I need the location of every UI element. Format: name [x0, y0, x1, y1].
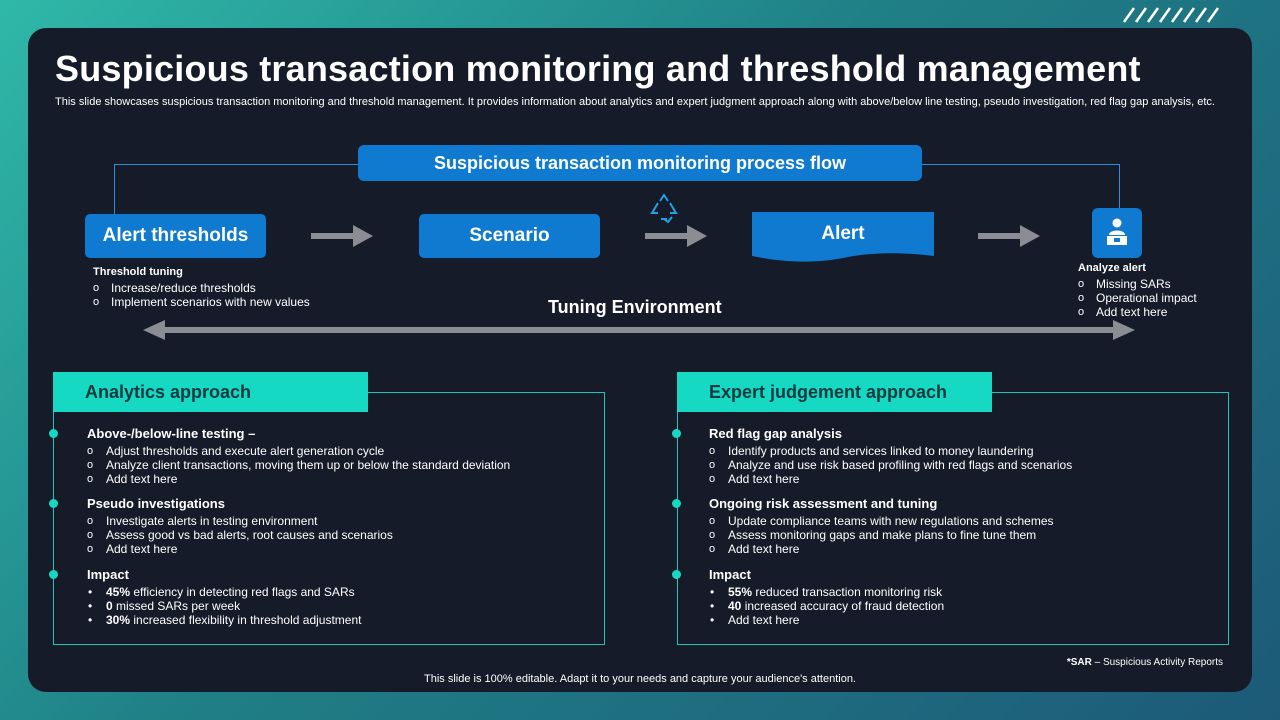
- arrow-right-icon: [645, 225, 707, 247]
- impact-value: 45%: [106, 585, 131, 599]
- main-panel: Suspicious transaction monitoring and th…: [28, 28, 1252, 692]
- impact-value: 0: [106, 599, 113, 613]
- bullet-marker: [672, 570, 681, 579]
- process-flow-header: Suspicious transaction monitoring proces…: [358, 145, 922, 181]
- person-desk-icon: [1107, 218, 1127, 245]
- list-item: Add text here: [87, 472, 510, 486]
- impact-text: increased accuracy of fraud detection: [741, 599, 945, 613]
- threshold-tuning-block: Threshold tuning Increase/reduce thresho…: [93, 265, 310, 309]
- impact-text: Add text here: [728, 613, 800, 627]
- list-item: 40 increased accuracy of fraud detection: [709, 599, 944, 613]
- bullet-marker: [49, 429, 58, 438]
- bullet-marker: [672, 499, 681, 508]
- section-title: Red flag gap analysis: [709, 426, 842, 441]
- list-item: Implement scenarios with new values: [93, 295, 310, 309]
- list-item: Investigate alerts in testing environmen…: [87, 514, 393, 528]
- section-title: Impact: [709, 567, 751, 582]
- flow-connector-left: [114, 164, 358, 214]
- step-alert: Alert: [821, 223, 865, 244]
- bullet-marker: [672, 429, 681, 438]
- expert-section-risk-assessment: Ongoing risk assessment and tuning Updat…: [709, 496, 1054, 557]
- footer-note: This slide is 100% editable. Adapt it to…: [424, 673, 856, 685]
- expert-approach-tab: Expert judgement approach: [677, 372, 992, 412]
- step-alert-thresholds: Alert thresholds: [85, 214, 266, 258]
- analytics-section-line-testing: Above-/below-line testing – Adjust thres…: [87, 426, 510, 487]
- list-item: Add text here: [709, 613, 944, 627]
- step-scenario: Scenario: [419, 214, 600, 258]
- page-description: This slide showcases suspicious transact…: [55, 96, 1215, 108]
- list-item: 55% reduced transaction monitoring risk: [709, 585, 944, 599]
- analyze-alert-block: Analyze alert Missing SARs Operational i…: [1078, 261, 1197, 319]
- section-title: Ongoing risk assessment and tuning: [709, 496, 938, 511]
- arrow-right-icon: [978, 225, 1040, 247]
- impact-value: 40: [728, 599, 742, 613]
- page-title: Suspicious transaction monitoring and th…: [55, 48, 1141, 89]
- bullet-marker: [49, 570, 58, 579]
- section-title: Above-/below-line testing –: [87, 426, 256, 441]
- list-item: Analyze and use risk based profiling wit…: [709, 458, 1072, 472]
- section-title: Impact: [87, 567, 129, 582]
- list-item: Add text here: [709, 472, 1072, 486]
- decorative-stripes: [1122, 7, 1220, 23]
- footnote-text: – Suspicious Activity Reports: [1091, 657, 1223, 668]
- list-item: Update compliance teams with new regulat…: [709, 514, 1054, 528]
- list-item: 30% increased flexibility in threshold a…: [87, 613, 361, 627]
- analytics-approach-tab: Analytics approach: [53, 372, 368, 412]
- list-item: Add text here: [87, 542, 393, 556]
- list-item: Missing SARs: [1078, 277, 1197, 291]
- analyze-alert-box: [1092, 208, 1142, 258]
- expert-section-red-flag: Red flag gap analysis Identify products …: [709, 426, 1072, 487]
- threshold-tuning-title: Threshold tuning: [93, 266, 183, 278]
- recycle-icon: [650, 193, 678, 224]
- double-arrow-icon: [143, 320, 1135, 340]
- expert-section-impact: Impact 55% reduced transaction monitorin…: [709, 567, 944, 628]
- footnote-abbr: *SAR: [1066, 657, 1092, 668]
- list-item: Operational impact: [1078, 291, 1197, 305]
- tuning-environment-label: Tuning Environment: [548, 297, 722, 317]
- list-item: Increase/reduce thresholds: [93, 281, 310, 295]
- list-item: Add text here: [1078, 305, 1197, 319]
- list-item: Adjust thresholds and execute alert gene…: [87, 444, 510, 458]
- section-title: Pseudo investigations: [87, 496, 225, 511]
- impact-value: 30%: [106, 613, 131, 627]
- flow-connector-right: [922, 164, 1120, 208]
- analytics-section-pseudo: Pseudo investigations Investigate alerts…: [87, 496, 393, 557]
- impact-value: 55%: [728, 585, 753, 599]
- impact-text: reduced transaction monitoring risk: [752, 585, 943, 599]
- step-alert-shape: [752, 212, 934, 262]
- list-item: Analyze client transactions, moving them…: [87, 458, 510, 472]
- list-item: Add text here: [709, 542, 1054, 556]
- impact-text: missed SARs per week: [112, 599, 241, 613]
- list-item: Assess good vs bad alerts, root causes a…: [87, 528, 393, 542]
- impact-text: efficiency in detecting red flags and SA…: [130, 585, 355, 599]
- list-item: Identify products and services linked to…: [709, 444, 1072, 458]
- footnote: *SAR – Suspicious Activity Reports: [1067, 657, 1223, 668]
- list-item: 45% efficiency in detecting red flags an…: [87, 585, 361, 599]
- analyze-alert-title: Analyze alert: [1078, 262, 1146, 274]
- bullet-marker: [49, 499, 58, 508]
- list-item: 0 missed SARs per week: [87, 599, 361, 613]
- analytics-section-impact: Impact 45% efficiency in detecting red f…: [87, 567, 361, 628]
- list-item: Assess monitoring gaps and make plans to…: [709, 528, 1054, 542]
- impact-text: increased flexibility in threshold adjus…: [130, 613, 362, 627]
- arrow-right-icon: [311, 225, 373, 247]
